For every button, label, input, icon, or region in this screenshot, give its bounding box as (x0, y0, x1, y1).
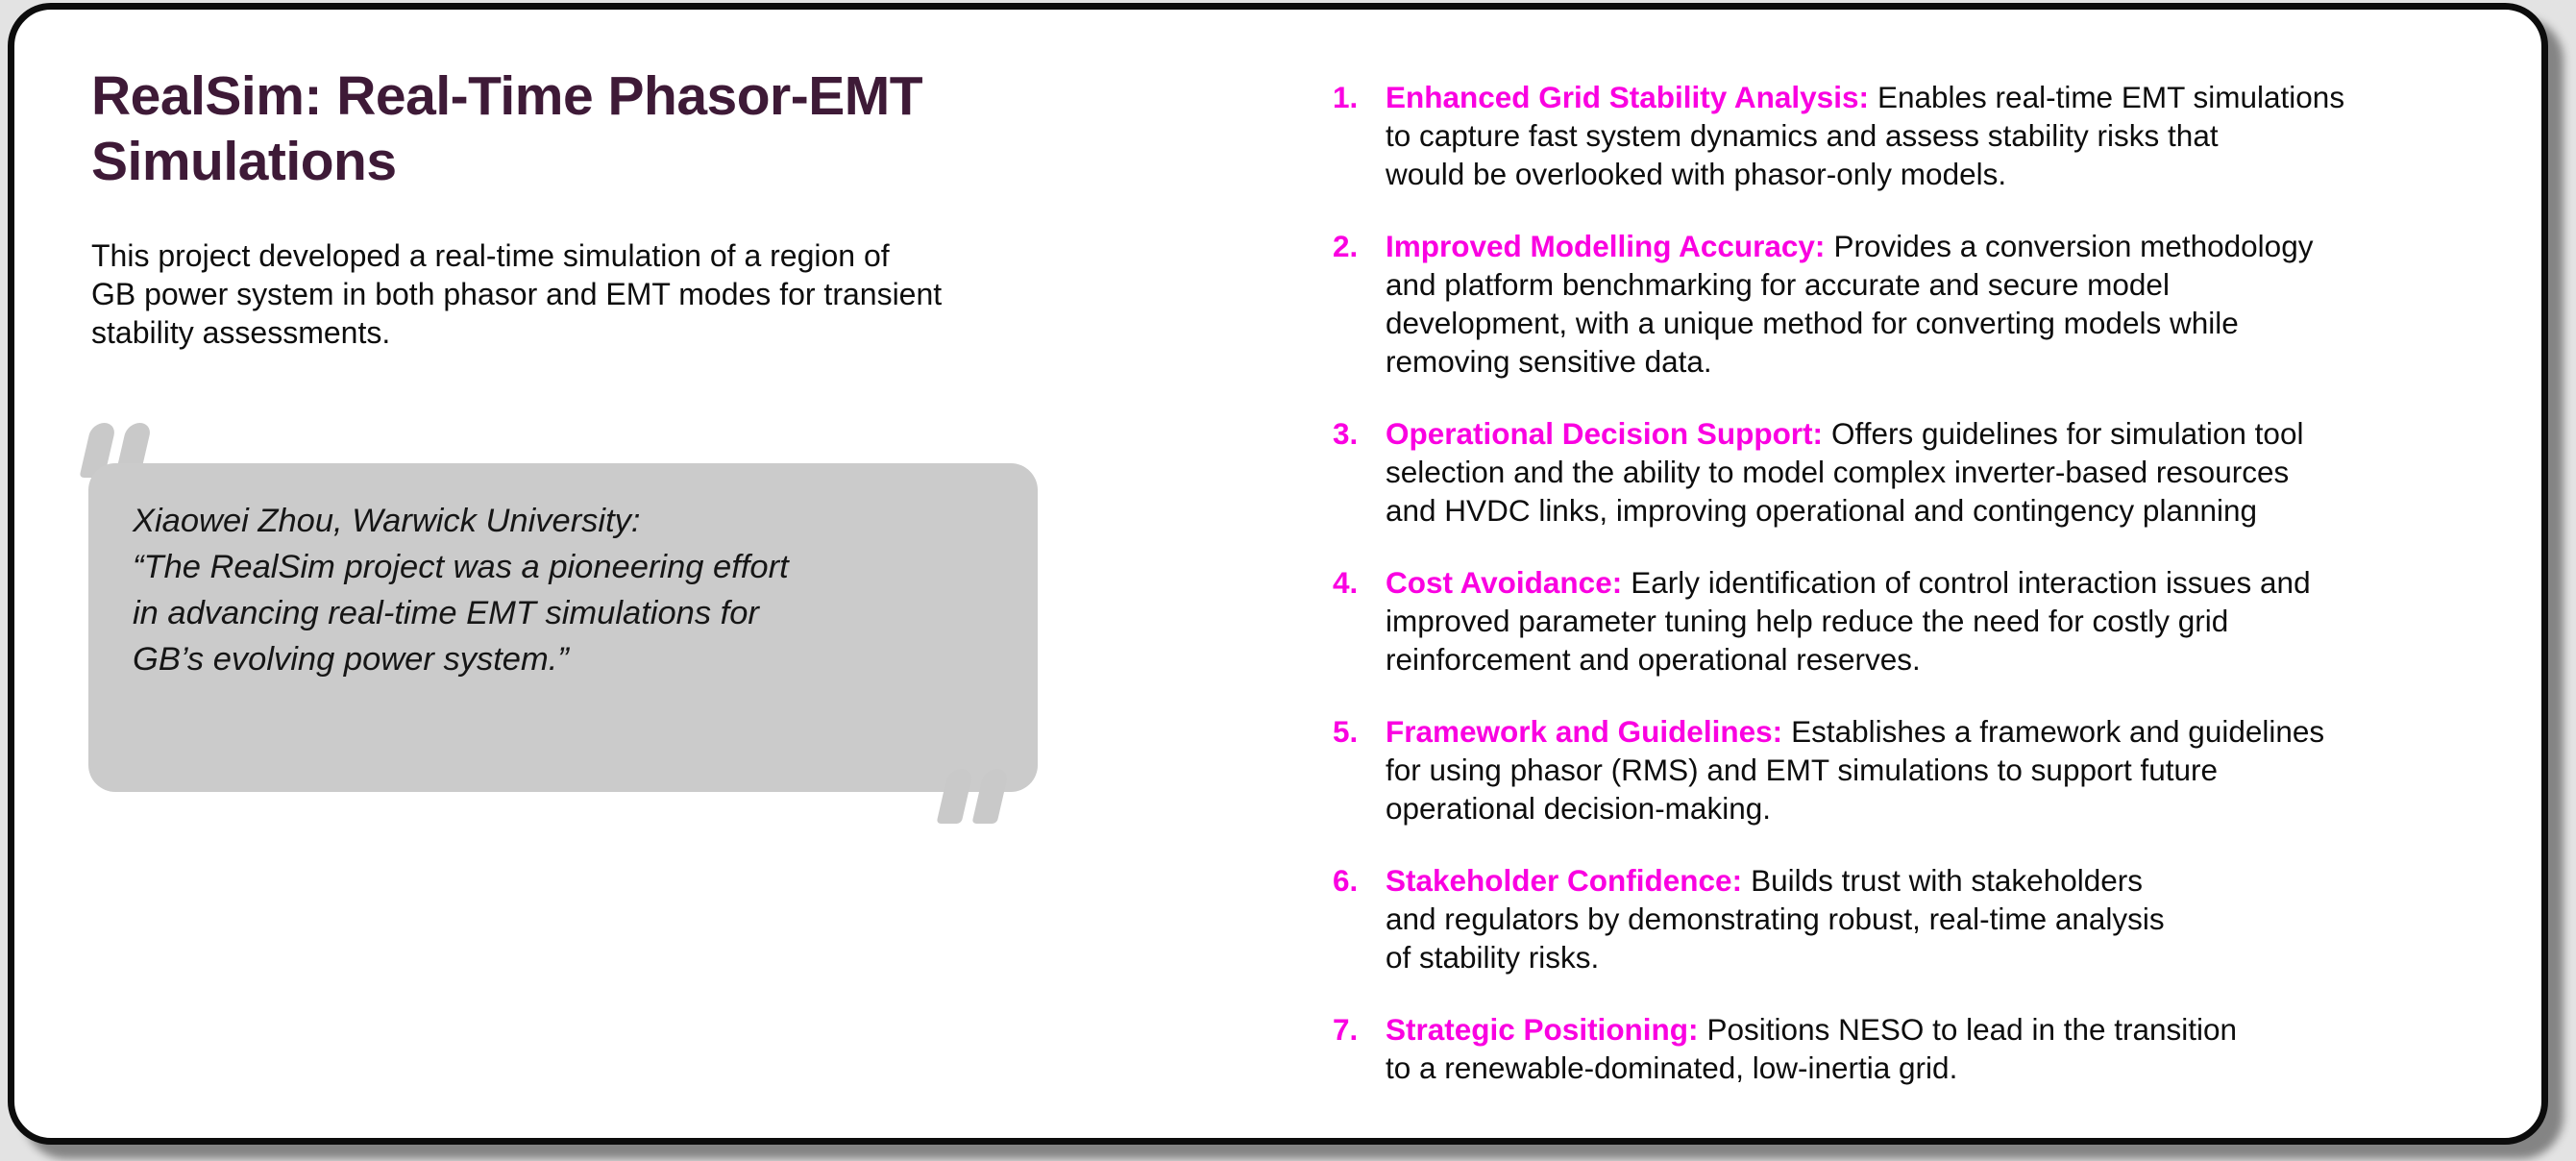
quote-body: “The RealSim project was a pioneering ef… (133, 549, 789, 678)
benefit-item: 4. Cost Avoidance:Early identification of… (1333, 563, 2539, 679)
content-card: RealSim: Real-Time Phasor-EMT Simulation… (8, 3, 2548, 1145)
benefit-item: 1. Enhanced Grid Stability Analysis:Enabl… (1333, 78, 2539, 193)
benefit-heading: Framework and Guidelines: (1386, 714, 1783, 749)
benefit-heading: Stakeholder Confidence: (1386, 863, 1743, 898)
benefit-heading: Strategic Positioning: (1386, 1012, 1699, 1047)
close-quote-icon (936, 769, 1010, 824)
benefit-number: 3. (1333, 416, 1359, 451)
benefit-number: 6. (1333, 863, 1359, 898)
benefit-number: 7. (1333, 1012, 1359, 1047)
benefit-number: 1. (1333, 80, 1359, 114)
benefit-heading: Enhanced Grid Stability Analysis: (1386, 80, 1869, 114)
page-title: RealSim: Real-Time Phasor-EMT Simulation… (91, 65, 923, 192)
benefit-item: 2. Improved Modelling Accuracy:Provides a… (1333, 227, 2539, 381)
quote-box: Xiaowei Zhou, Warwick University: “The R… (88, 463, 1038, 792)
benefit-item: 6. Stakeholder Confidence:Builds trust wi… (1333, 861, 2539, 976)
benefit-heading: Cost Avoidance: (1386, 565, 1623, 600)
benefit-description: Positions NESO to lead in the transition… (1386, 1012, 2238, 1085)
intro-paragraph: This project developed a real-time simul… (91, 238, 943, 350)
quote-attribution: Xiaowei Zhou, Warwick University: (133, 503, 641, 539)
benefit-description: Early identification of control interact… (1386, 565, 2311, 677)
benefit-description: Builds trust with stakeholders and regul… (1386, 863, 2165, 975)
quote-text: Xiaowei Zhou, Warwick University: “The R… (88, 463, 1038, 682)
benefits-list: 1. Enhanced Grid Stability Analysis:Enabl… (1333, 78, 2539, 1121)
benefit-description: Offers guidelines for simulation tool se… (1386, 416, 2304, 528)
benefit-number: 4. (1333, 565, 1359, 600)
benefit-description: Enables real-time EMT simulations to cap… (1386, 80, 2345, 191)
benefit-item: 3. Operational Decision Support:Offers gu… (1333, 414, 2539, 530)
benefit-heading: Improved Modelling Accuracy: (1386, 229, 1826, 263)
benefit-description: Provides a conversion methodology and pl… (1386, 229, 2314, 379)
benefit-heading: Operational Decision Support: (1386, 416, 1824, 451)
benefit-description: Establishes a framework and guidelines f… (1386, 714, 2325, 826)
benefit-item: 5. Framework and Guidelines:Establishes a… (1333, 712, 2539, 828)
benefit-item: 7. Strategic Positioning:Positions NESO t… (1333, 1010, 2539, 1087)
benefit-number: 5. (1333, 714, 1359, 749)
benefit-number: 2. (1333, 229, 1359, 263)
